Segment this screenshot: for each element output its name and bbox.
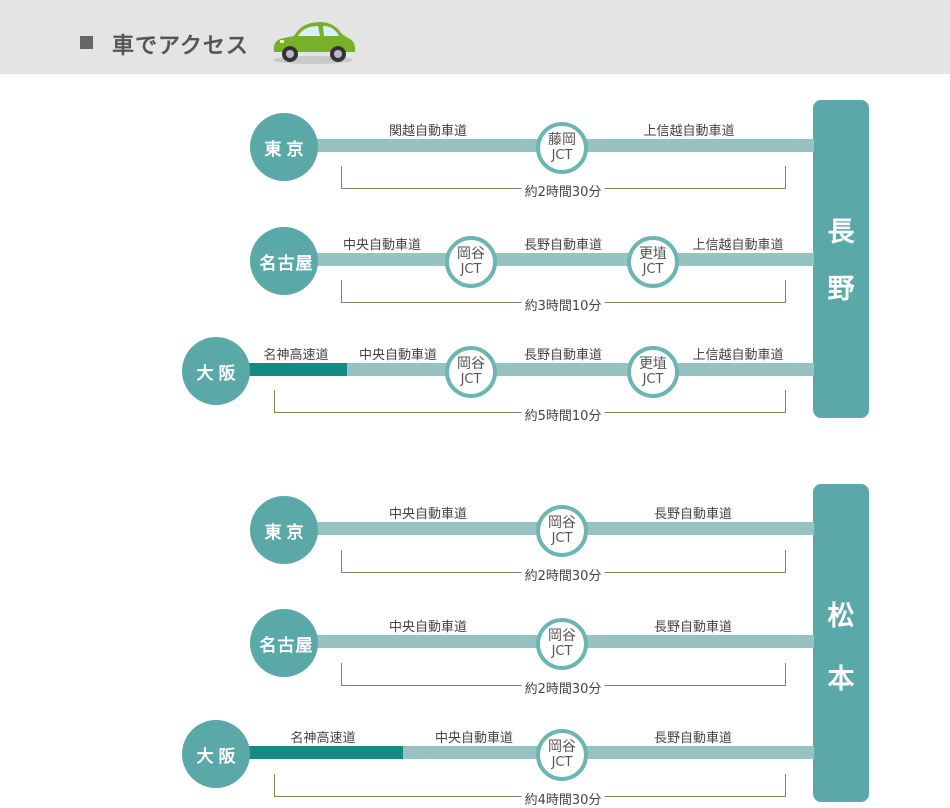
city-nagoya: 名古屋 bbox=[250, 609, 318, 677]
travel-time: 約2時間30分 bbox=[521, 678, 605, 697]
road-label: 上信越自動車道 bbox=[643, 124, 735, 139]
destination-nagano: 長 野 bbox=[813, 100, 869, 418]
city-osaka: 大阪 bbox=[182, 720, 250, 788]
city-nagoya: 名古屋 bbox=[250, 227, 318, 295]
road-label: 中央自動車道 bbox=[342, 238, 422, 253]
road-label: 中央自動車道 bbox=[388, 507, 468, 522]
road-label: 長野自動車道 bbox=[653, 731, 733, 746]
section-title: 車でアクセス bbox=[112, 34, 249, 59]
road-label: 中央自動車道 bbox=[434, 731, 514, 746]
road-line-meishin bbox=[230, 363, 347, 376]
car-icon bbox=[273, 22, 356, 64]
road-label: 中央自動車道 bbox=[388, 620, 468, 635]
city-tokyo: 東京 bbox=[250, 113, 318, 181]
dest-char: 本 bbox=[827, 664, 855, 695]
road-line-meishin bbox=[230, 746, 403, 759]
road-label: 長野自動車道 bbox=[523, 348, 603, 363]
travel-time: 約2時間30分 bbox=[521, 565, 605, 584]
road-line bbox=[403, 746, 814, 759]
road-label: 名神高速道 bbox=[263, 348, 329, 363]
road-label: 長野自動車道 bbox=[653, 620, 733, 635]
road-label: 上信越自動車道 bbox=[692, 238, 784, 253]
road-label: 関越自動車道 bbox=[388, 124, 468, 139]
road-label: 長野自動車道 bbox=[653, 507, 733, 522]
destination-matsumoto: 松 本 bbox=[813, 484, 869, 802]
section-header: 車でアクセス bbox=[0, 0, 950, 74]
travel-time: 約2時間30分 bbox=[521, 181, 605, 200]
road-label: 名神高速道 bbox=[290, 731, 356, 746]
travel-time: 約4時間30分 bbox=[521, 789, 605, 808]
dest-char: 野 bbox=[827, 274, 855, 305]
road-label: 上信越自動車道 bbox=[692, 348, 784, 363]
city-osaka: 大阪 bbox=[182, 337, 250, 405]
travel-time: 約3時間10分 bbox=[521, 295, 605, 314]
dest-char: 松 bbox=[827, 601, 855, 632]
city-tokyo: 東京 bbox=[250, 496, 318, 564]
travel-time: 約5時間10分 bbox=[521, 405, 605, 424]
dest-char: 長 bbox=[827, 217, 855, 248]
road-label: 長野自動車道 bbox=[523, 238, 603, 253]
road-line bbox=[347, 363, 814, 376]
square-bullet-icon bbox=[80, 36, 93, 49]
road-line bbox=[300, 253, 814, 266]
road-label: 中央自動車道 bbox=[358, 348, 438, 363]
